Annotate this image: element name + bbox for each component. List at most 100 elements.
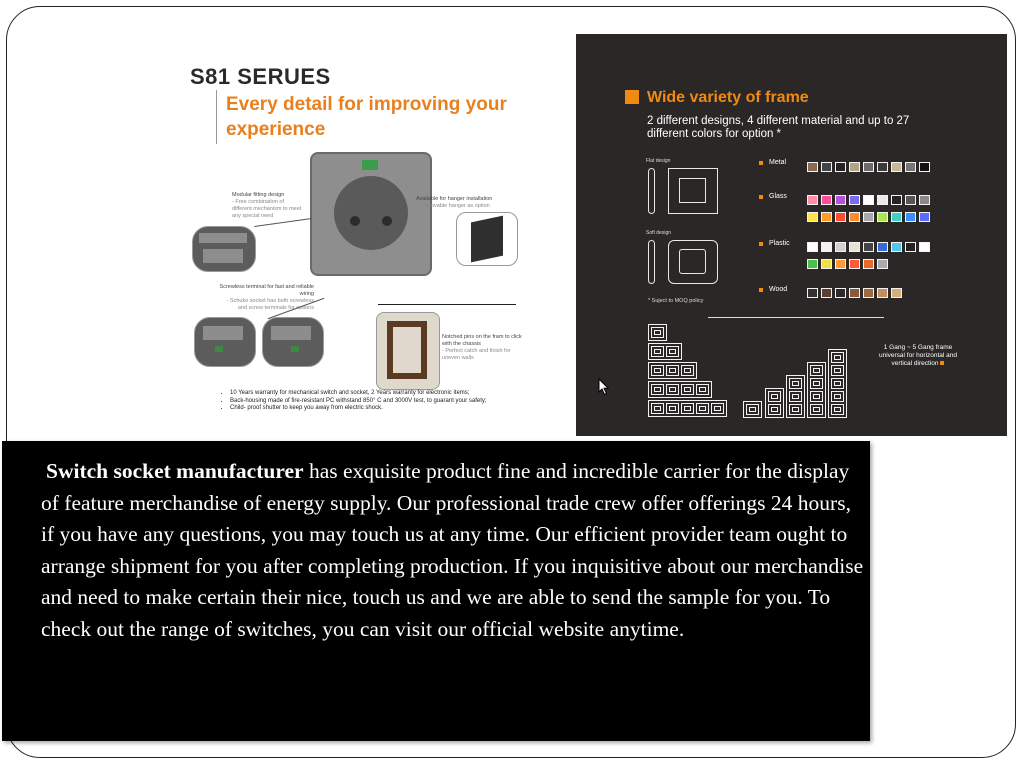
gang-cell-icon (789, 391, 802, 402)
color-swatch (863, 242, 874, 252)
modular-detail-image (192, 226, 256, 272)
gang-cell-icon (666, 346, 679, 357)
color-swatch (821, 162, 832, 172)
slide-frame (6, 6, 1016, 758)
gang-cell-icon (831, 391, 844, 402)
note-bullet-icon (940, 361, 945, 365)
swatches-plastic-row1 (807, 242, 930, 252)
color-swatch (919, 242, 930, 252)
gang-cell-icon (831, 378, 844, 389)
title-bullet-icon (625, 90, 639, 104)
gang-cell-icon (696, 384, 709, 395)
catalog-right-panel: Wide variety of frame 2 different design… (576, 34, 1007, 436)
color-swatch (835, 195, 846, 205)
warranty-item: 10 Years warranty for mechanical switch … (230, 390, 580, 398)
metal-bullet (759, 161, 763, 165)
wood-bullet (759, 288, 763, 292)
callout-terminal-title: Screwless terminal for fast and reliable… (219, 284, 314, 297)
gang-cell-icon (681, 365, 694, 376)
gang-cell-icon (789, 378, 802, 389)
swatches-glass-row2 (807, 212, 930, 222)
gang-cell-icon (831, 352, 844, 363)
color-swatch (863, 195, 874, 205)
callout-pins-desc: - Perfect catch and finish for uneven wa… (442, 348, 511, 361)
material-metal-label: Metal (769, 159, 787, 166)
color-swatch (849, 162, 860, 172)
gang-frame-4v (807, 362, 826, 418)
glass-bullet (759, 195, 763, 199)
color-swatch (905, 162, 916, 172)
color-swatch (821, 212, 832, 222)
color-swatch (905, 212, 916, 222)
gang-cell-icon (768, 391, 781, 402)
gang-cell-icon (711, 403, 724, 414)
gang-cell-icon (666, 384, 679, 395)
color-swatch (835, 288, 846, 298)
callout-hanger: Available for hanger installation - Remo… (416, 196, 526, 210)
gang-frame-2h (648, 343, 682, 360)
gang-cell-icon (651, 365, 664, 376)
color-swatch (891, 195, 902, 205)
terminal-image-2 (262, 317, 324, 367)
callout-terminal: Screwless terminal for fast and reliable… (218, 284, 314, 312)
gang-frame-note: 1 Gang ~ 5 Gang frame universal for hori… (878, 344, 958, 367)
tagline: Every detail for improving your experien… (226, 94, 507, 140)
lead-bold-phrase: Switch socket manufacturer (46, 459, 304, 483)
flat-profile-icon (648, 168, 655, 214)
color-swatch (821, 242, 832, 252)
color-swatch (807, 259, 818, 269)
color-swatch (863, 259, 874, 269)
model-title: S81 SERUES (190, 64, 331, 89)
gang-frame-3h (648, 362, 697, 379)
swatches-wood (807, 288, 902, 298)
gang-frame-5h (648, 400, 727, 417)
callout-modular: Modular fitting design - Free combinatio… (232, 192, 304, 220)
plastic-bullet (759, 242, 763, 246)
color-swatch (849, 259, 860, 269)
color-swatch (863, 212, 874, 222)
gang-cell-icon (810, 404, 823, 415)
material-wood-label: Wood (769, 286, 788, 293)
color-swatch (877, 212, 888, 222)
soft-frame-icon (668, 240, 718, 284)
warranty-item: Back-housing made of fire-resistant PC w… (230, 398, 580, 406)
color-swatch (877, 288, 888, 298)
section-divider (378, 304, 516, 305)
gang-cell-icon (810, 378, 823, 389)
color-swatch (863, 162, 874, 172)
warranty-item: Child- proof shutter to keep you away fr… (230, 405, 580, 413)
color-swatch (891, 288, 902, 298)
gang-frame-5v (828, 349, 847, 418)
swatches-metal (807, 162, 930, 172)
catalog-left-panel: S81 SERUES Every detail for improving yo… (146, 34, 576, 434)
callout-hanger-title: Available for hanger installation (416, 196, 493, 202)
callout-modular-desc: - Free combination of different mechanis… (232, 199, 302, 219)
flat-frame-icon (668, 168, 718, 214)
gang-cell-icon (768, 404, 781, 415)
color-swatch (835, 242, 846, 252)
color-swatch (863, 288, 874, 298)
color-swatch (807, 195, 818, 205)
mechanism-green-tab (362, 160, 378, 170)
swatches-glass-row1 (807, 195, 930, 205)
gang-frame-2v (765, 388, 784, 418)
color-swatch (891, 212, 902, 222)
description-textbox: Switch socket manufacturer has exquisite… (2, 441, 870, 741)
gang-cell-icon (651, 346, 664, 357)
gang-cell-icon (810, 365, 823, 376)
material-plastic-label: Plastic (769, 240, 790, 247)
callout-modular-title: Modular fitting design (232, 192, 285, 198)
frame-variety-title: Wide variety of frame (647, 89, 809, 106)
right-divider (708, 317, 884, 318)
gang-cell-icon (666, 403, 679, 414)
color-swatch (821, 288, 832, 298)
callout-pins: Notched pins on the fram to click with t… (442, 334, 522, 362)
gang-frame-4h (648, 381, 712, 398)
gang-cell-icon (681, 403, 694, 414)
gang-cell-icon (651, 403, 664, 414)
color-swatch (877, 195, 888, 205)
socket-hole (382, 216, 392, 226)
moq-note: * Suject to MOQ policy (648, 298, 704, 304)
color-swatch (877, 162, 888, 172)
frame-pins-image (376, 312, 440, 390)
